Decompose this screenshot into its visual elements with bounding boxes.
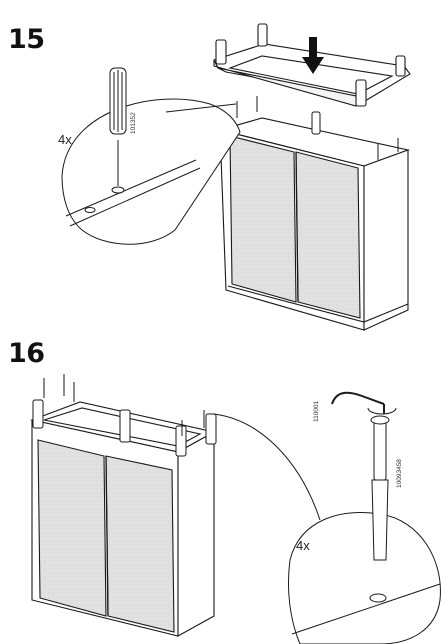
step15-dowels <box>236 96 399 160</box>
step16-legs-and-bolts <box>32 374 217 457</box>
step15-plinth-frame <box>213 23 411 107</box>
step15-part-number: 101352 <box>130 112 137 134</box>
step16-quantity: 4x <box>296 538 310 553</box>
step-number-16: 16 <box>8 338 45 369</box>
step15-quantity: 4x <box>58 132 72 147</box>
step16-part-number-bolt: 10093458 <box>396 459 403 488</box>
step15-cabinet <box>217 117 410 331</box>
step15-zoom-detail <box>61 67 241 245</box>
step16-part-number-key: 110001 <box>313 400 320 422</box>
step16-cabinet <box>30 401 216 637</box>
step-number-15: 15 <box>8 24 45 55</box>
down-arrow <box>302 37 324 74</box>
step16-zoom-detail <box>213 391 441 644</box>
